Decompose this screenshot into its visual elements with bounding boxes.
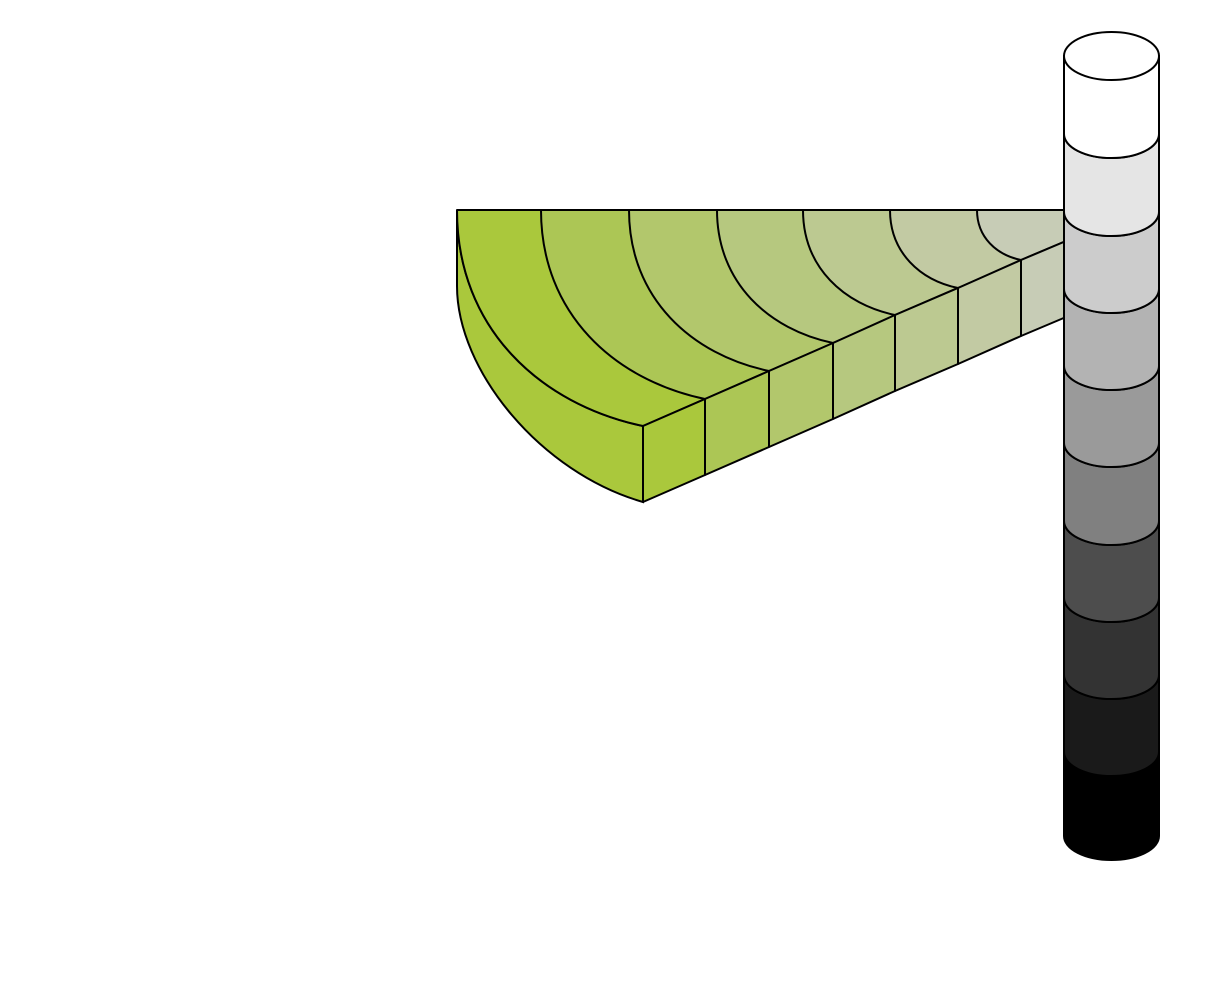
value-cylinder [1063,31,1160,861]
value-segment [1063,31,1160,159]
chroma-wedge [456,209,1096,504]
